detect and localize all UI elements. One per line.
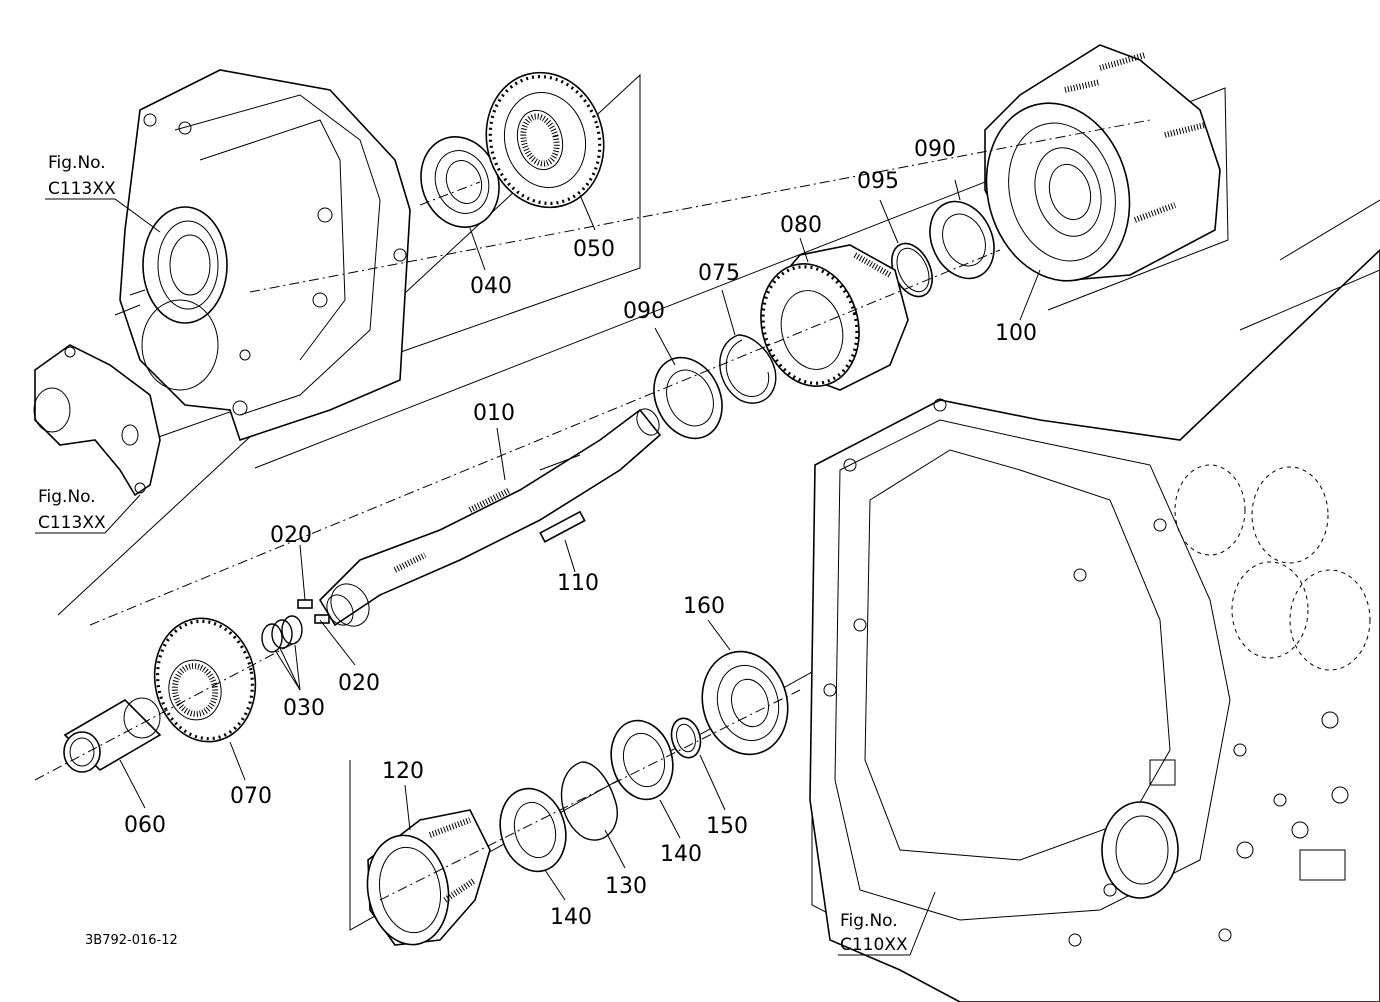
- label-140-b: 140: [660, 842, 702, 867]
- figure-reference-3: Fig.No. C110XX: [840, 911, 908, 955]
- bearing-140-a: [499, 787, 567, 873]
- label-020-lower: 020: [338, 671, 380, 696]
- fig-ref-1-line1: Fig.No.: [48, 153, 106, 173]
- bearing-090-mid: [653, 356, 723, 440]
- center-lines: [34, 119, 1151, 901]
- drawing-code: 3B792-016-12: [85, 933, 178, 948]
- gear-050: [485, 71, 605, 209]
- label-090-upper: 090: [914, 137, 956, 162]
- key-110: [539, 510, 586, 543]
- transmission-case: [809, 199, 1380, 1002]
- bearing-040: [420, 136, 500, 228]
- label-150: 150: [706, 814, 748, 839]
- label-020-upper: 020: [270, 523, 312, 548]
- label-070: 070: [230, 784, 272, 809]
- label-110: 110: [557, 571, 599, 596]
- gear-070: [153, 617, 257, 743]
- snap-ring-130: [560, 761, 618, 841]
- label-050: 050: [573, 237, 615, 262]
- label-160: 160: [683, 594, 725, 619]
- part-number-labels: 040 050 100 090 095 080 075 090 010 110 …: [124, 137, 1037, 930]
- label-140-a: 140: [550, 905, 592, 930]
- label-060: 060: [124, 813, 166, 838]
- fig-ref-3-line1: Fig.No.: [840, 911, 898, 931]
- clutch-pack-100: [984, 44, 1221, 282]
- fig-ref-2-line2: C113XX: [38, 513, 106, 533]
- label-090-mid: 090: [623, 299, 665, 324]
- label-130: 130: [605, 874, 647, 899]
- sleeve-060: [63, 697, 162, 773]
- label-080: 080: [780, 213, 822, 238]
- lever-bracket: [33, 344, 161, 497]
- fig-ref-3-line2: C110XX: [840, 935, 908, 955]
- main-shaft-010: [318, 408, 662, 627]
- upper-housing: [114, 69, 411, 442]
- ring-095: [891, 242, 933, 298]
- gear-120: [366, 809, 491, 946]
- figure-reference-2: Fig.No. C113XX: [38, 487, 106, 533]
- label-040: 040: [470, 274, 512, 299]
- figure-reference-1: Fig.No. C113XX: [48, 153, 116, 199]
- gear-080: [760, 244, 909, 391]
- label-120: 120: [382, 759, 424, 784]
- label-010: 010: [473, 401, 515, 426]
- label-030: 030: [283, 696, 325, 721]
- bearing-160: [701, 650, 789, 756]
- fig-ref-2-line1: Fig.No.: [38, 487, 96, 507]
- label-095: 095: [857, 169, 899, 194]
- bearing-140-b: [610, 719, 674, 801]
- label-100: 100: [995, 321, 1037, 346]
- seal-rings-030: [261, 615, 303, 653]
- leader-lines: [35, 179, 1041, 956]
- ring-150: [670, 717, 702, 759]
- label-075: 075: [698, 261, 740, 286]
- fig-ref-1-line2: C113XX: [48, 179, 116, 199]
